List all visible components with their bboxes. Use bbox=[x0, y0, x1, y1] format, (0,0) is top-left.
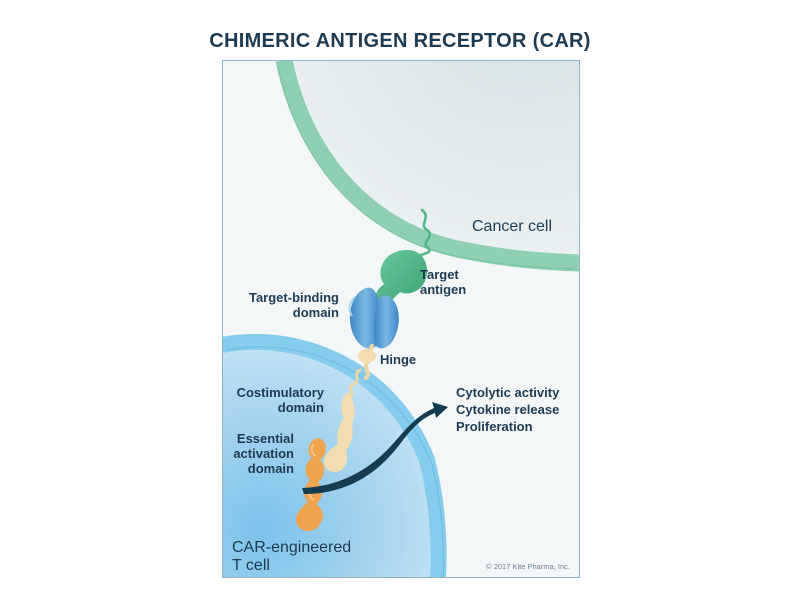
t-cell-label-line2: T cell bbox=[232, 557, 270, 574]
cancer-cell-membrane bbox=[275, 60, 580, 272]
outcome-cytolytic-activity: Cytolytic activity bbox=[456, 385, 560, 400]
panel-border bbox=[222, 60, 580, 578]
essential-activation-domain-label-line2: activation bbox=[233, 446, 294, 461]
hinge-knob bbox=[358, 349, 376, 363]
t-cell-label-line1: CAR-engineered bbox=[232, 539, 351, 556]
costimulatory-domain-label-line2: domain bbox=[278, 400, 324, 415]
target-antigen-label-line1: Target bbox=[420, 267, 459, 282]
target-antigen-label-line2: antigen bbox=[420, 282, 466, 297]
antigen-transmembrane-segment bbox=[406, 208, 432, 258]
car-transmembrane-segment bbox=[348, 368, 362, 400]
essential-activation-domain bbox=[295, 438, 326, 532]
costimulatory-domain bbox=[323, 392, 355, 472]
essential-activation-domain-label-line1: Essential bbox=[237, 431, 294, 446]
target-binding-domain-left bbox=[349, 287, 381, 349]
costimulatory-domain-label-line1: Costimulatory bbox=[237, 385, 325, 400]
essential-activation-domain-label-line3: domain bbox=[248, 461, 294, 476]
target-binding-domain-right bbox=[373, 295, 399, 349]
signaling-arrow bbox=[302, 402, 448, 494]
outcome-cytokine-release: Cytokine release bbox=[456, 402, 559, 417]
cancer-cell-body bbox=[284, 60, 580, 263]
car-diagram: Cancer cell Target antigen Target-bindin… bbox=[222, 60, 580, 578]
target-antigen bbox=[375, 250, 428, 303]
target-binding-domain-label-line1: Target-binding bbox=[249, 290, 339, 305]
hinge-label: Hinge bbox=[380, 352, 416, 367]
cancer-cell-label: Cancer cell bbox=[472, 218, 552, 235]
copyright-notice: © 2017 Kite Pharma, Inc. bbox=[486, 562, 570, 571]
target-binding-domain-label-line2: domain bbox=[293, 305, 339, 320]
t-cell-membrane bbox=[222, 333, 447, 578]
outcome-proliferation: Proliferation bbox=[456, 419, 533, 434]
figure-title: CHIMERIC ANTIGEN RECEPTOR (CAR) bbox=[209, 30, 591, 52]
